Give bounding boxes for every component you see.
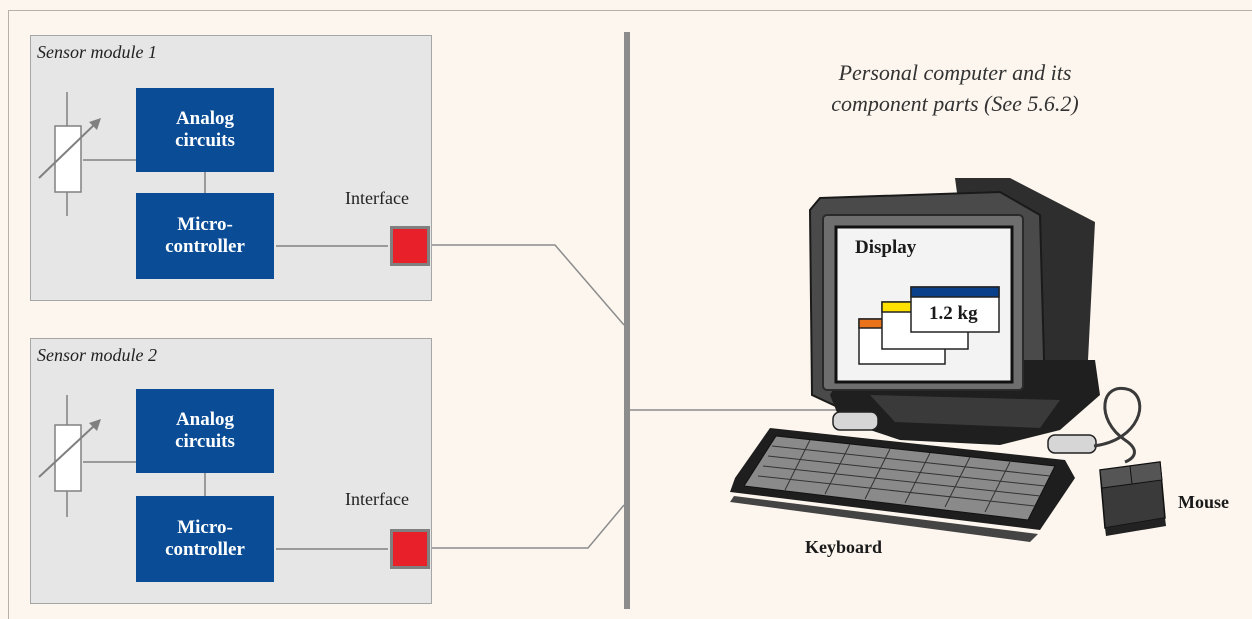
interface-label: Interface (345, 489, 409, 509)
mouse-icon (1099, 461, 1166, 536)
wire-module-1 (432, 244, 625, 326)
interface-port (390, 226, 430, 266)
analog-label-line-1: Analog (175, 108, 235, 129)
interface-label: Interface (345, 188, 409, 208)
micro-label-line-2: controller (165, 236, 245, 257)
microcontroller-block: Micro-controller (136, 496, 274, 582)
module-title: Sensor module 1 (37, 42, 157, 62)
pc-caption-line-1: Personal computer and its (838, 60, 1072, 85)
weight-readout: 1.2 kg (929, 303, 978, 324)
module-wiring (38, 395, 388, 550)
potentiometer-icon (38, 395, 101, 517)
keyboard-icon (730, 428, 1075, 542)
monitor-icon (808, 178, 1100, 454)
display-label: Display (855, 237, 917, 258)
module-wiring (38, 92, 388, 247)
mouse-label: Mouse (1178, 492, 1229, 512)
mouse-cable (1093, 386, 1142, 464)
micro-label-line-2: controller (165, 539, 245, 560)
analog-label-line-2: circuits (175, 130, 235, 151)
interface-port (390, 529, 430, 569)
analog-label-line-2: circuits (175, 431, 235, 452)
micro-label-line-1: Micro- (177, 214, 233, 235)
frame-border-top (8, 10, 1252, 11)
pc-caption-line-2: component parts (See 5.6.2) (831, 91, 1079, 116)
microcontroller-block: Micro-controller (136, 193, 274, 279)
frame-border-left (8, 10, 9, 619)
analog-label-line-1: Analog (175, 409, 235, 430)
personal-computer-illustration (730, 178, 1166, 542)
pc-caption: Personal computer and its component part… (790, 57, 1120, 119)
keyboard-label: Keyboard (805, 537, 883, 557)
module-title: Sensor module 2 (37, 345, 157, 365)
wire-module-2 (432, 504, 625, 549)
potentiometer-icon (38, 92, 101, 216)
micro-label-line-1: Micro- (177, 517, 233, 538)
